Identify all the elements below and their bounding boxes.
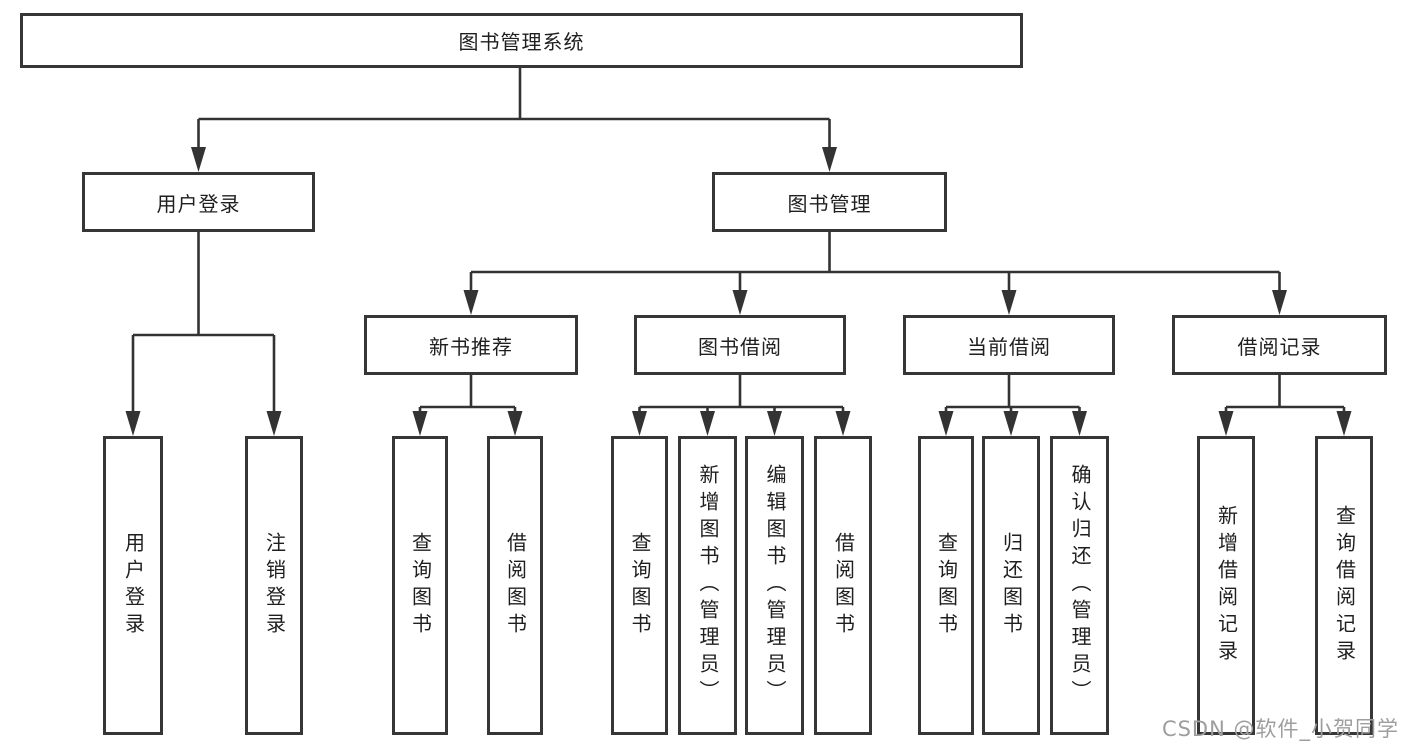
- node-label: 图书借阅: [698, 334, 782, 359]
- leaf-label: 新增图书（管理员）: [696, 464, 720, 707]
- leaf-borrow-books: 借阅图书: [814, 436, 872, 735]
- node-current-borrow: 当前借阅: [903, 315, 1115, 375]
- leaf-label: 用户登录: [121, 531, 146, 640]
- leaf-add-book-admin: 新增图书（管理员）: [678, 436, 737, 735]
- leaf-label: 归还图书: [999, 531, 1024, 640]
- leaf-label: 查询图书: [628, 531, 652, 640]
- leaf-query-books-current: 查询图书: [918, 436, 974, 735]
- connector-current-borrow-to-leaves: [938, 375, 1087, 436]
- node-label: 图书管理系统: [458, 30, 585, 54]
- leaf-confirm-return-admin: 确认归还（管理员）: [1050, 436, 1109, 735]
- leaf-label: 借阅图书: [831, 531, 856, 640]
- csdn-watermark: CSDN @软件_小贺同学: [1161, 717, 1399, 741]
- node-root-system: 图书管理系统: [20, 13, 1023, 68]
- leaf-user-login: 用户登录: [103, 436, 163, 735]
- connector-book-mgmt-to-level3: [463, 232, 1287, 315]
- leaf-label: 新增借阅记录: [1214, 504, 1239, 667]
- node-label: 新书推荐: [429, 334, 513, 359]
- node-label: 图书管理: [787, 191, 872, 216]
- connector-borrow-records-to-leaves: [1218, 375, 1352, 436]
- node-label: 用户登录: [156, 191, 241, 216]
- node-label: 借阅记录: [1237, 334, 1322, 359]
- leaf-add-borrow-record: 新增借阅记录: [1197, 436, 1255, 735]
- leaf-edit-book-admin: 编辑图书（管理员）: [745, 436, 804, 735]
- leaf-label: 编辑图书（管理员）: [763, 464, 787, 707]
- node-book-borrow: 图书借阅: [634, 315, 846, 375]
- connector-new-books-to-leaves: [412, 375, 523, 436]
- leaf-return-book: 归还图书: [982, 436, 1040, 735]
- node-book-management: 图书管理: [712, 172, 947, 232]
- leaf-label: 查询图书: [408, 531, 433, 640]
- leaf-label: 确认归还（管理员）: [1068, 464, 1092, 707]
- node-user-login: 用户登录: [82, 172, 315, 232]
- leaf-label: 查询图书: [934, 531, 959, 640]
- leaf-query-books-recommend: 查询图书: [392, 436, 448, 735]
- leaf-borrow-books-recommend: 借阅图书: [487, 436, 543, 735]
- leaf-query-borrow-record: 查询借阅记录: [1315, 436, 1373, 735]
- connector-book-borrow-to-leaves: [632, 375, 851, 436]
- leaf-logout: 注销登录: [245, 436, 303, 735]
- connector-user-login-to-leaves: [125, 232, 282, 436]
- leaf-label: 注销登录: [262, 531, 287, 640]
- leaf-query-books-borrow: 查询图书: [611, 436, 668, 735]
- node-new-book-recommend: 新书推荐: [364, 315, 578, 375]
- node-borrow-records: 借阅记录: [1172, 315, 1387, 375]
- connector-root-to-level2: [191, 68, 837, 172]
- leaf-label: 借阅图书: [503, 531, 528, 640]
- node-label: 当前借阅: [967, 334, 1051, 359]
- leaf-label: 查询借阅记录: [1332, 504, 1357, 667]
